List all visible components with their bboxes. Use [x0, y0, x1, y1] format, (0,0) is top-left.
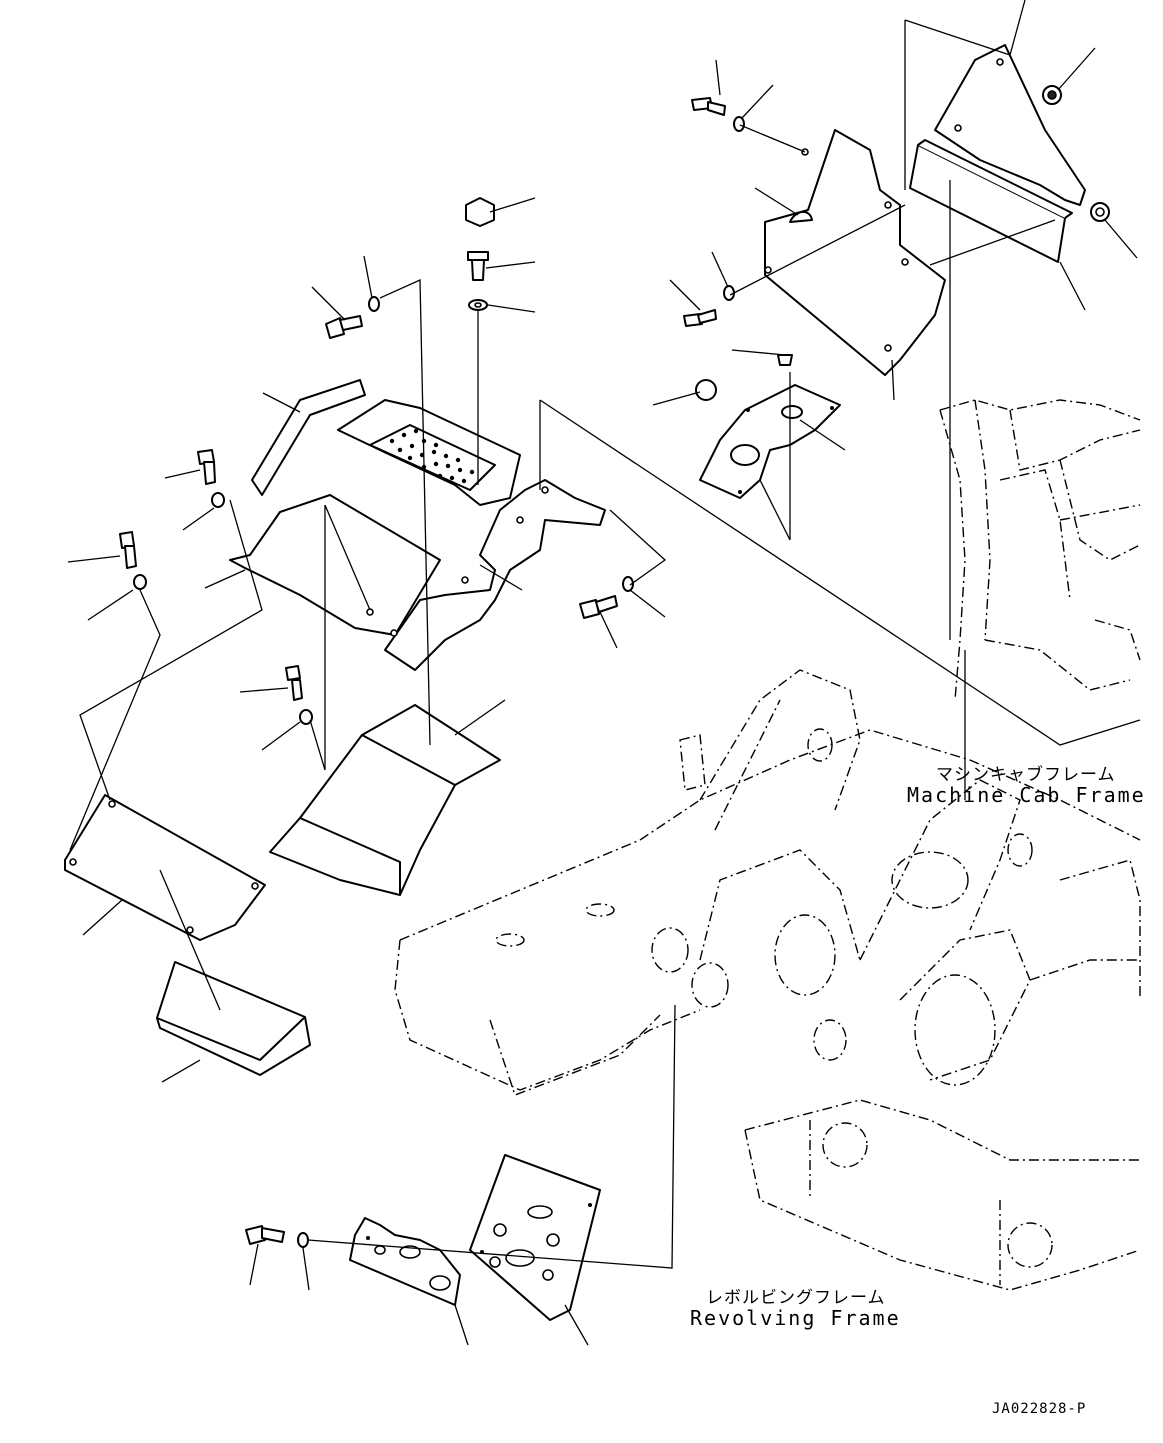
side-rail [251, 379, 366, 496]
flange-nut [465, 197, 495, 227]
plug-cap [777, 354, 793, 366]
flat-washer [468, 299, 488, 311]
mounting-bracket [384, 479, 606, 671]
revolving-frame-label-en: Revolving Frame [690, 1306, 901, 1330]
assembly-guide-lines [69, 19, 1141, 1269]
machine-cab-frame-label-en: Machine Cab Frame [907, 783, 1146, 807]
bolt-left-3 [119, 531, 137, 569]
revolving-frame-label-jp: レボルビングフレーム [706, 1288, 886, 1308]
washer-right-2 [1090, 202, 1110, 222]
side-cover-plate [64, 794, 266, 941]
washer-left-1 [368, 296, 380, 312]
washer-left-2 [211, 492, 225, 508]
bolt-left-1 [325, 315, 363, 339]
bottom-bolt [245, 1225, 285, 1245]
spacer-block [909, 139, 1073, 263]
bolt-left-4 [285, 665, 303, 701]
washer-right-1 [1042, 85, 1062, 105]
machine-cab-frame-label-jp: マシンキャブフレーム [936, 765, 1116, 785]
lower-cover-plate [229, 494, 441, 636]
bolt-top-right-2 [683, 309, 717, 327]
wedge-cover [269, 704, 501, 896]
rear-cover-plate [764, 129, 946, 376]
bottom-washer [297, 1232, 309, 1248]
washer-top-right-1 [733, 116, 745, 132]
bottom-cover-plate [469, 1154, 601, 1321]
washer-left-3 [133, 574, 147, 590]
triangle-bracket [934, 44, 1086, 206]
drawing-number: JA022828-P [992, 1401, 1087, 1417]
machine-cab-frame-outline [939, 399, 1141, 701]
revolving-frame-outline [394, 669, 1141, 1291]
washer-center [622, 576, 634, 592]
bolt-top-right-1 [691, 97, 726, 116]
bolt-center [579, 595, 618, 619]
leader-lines [67, 0, 1138, 1346]
rubber-plug [695, 379, 717, 401]
flange-bolt [467, 251, 489, 281]
wedge-block [156, 961, 311, 1076]
step-plate [337, 399, 521, 506]
bolt-left-2 [197, 449, 216, 485]
bottom-spacer-plate [349, 1217, 461, 1306]
washer-left-4 [299, 709, 313, 725]
grommet-plate [699, 384, 841, 499]
